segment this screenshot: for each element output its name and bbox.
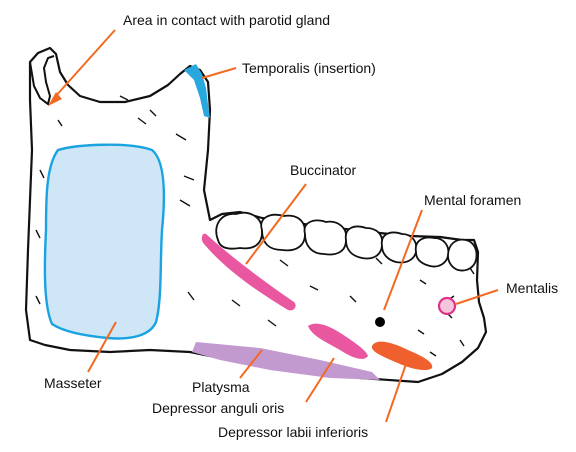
condyle-detail	[29, 55, 55, 106]
label-mentalis: Mentalis	[506, 280, 558, 296]
label-buccinator: Buccinator	[290, 162, 356, 178]
depressor-labii-inferioris-region	[371, 341, 433, 371]
tooth-molar-2	[260, 213, 306, 252]
teeth	[215, 211, 478, 272]
tooth-premolar-2	[344, 225, 384, 260]
tooth-molar-1	[303, 219, 348, 256]
platysma-region	[192, 342, 380, 380]
temporalis-region	[184, 64, 210, 118]
depressor-anguli-oris-region	[308, 323, 368, 359]
masseter-region	[43, 143, 166, 340]
platysma-leader	[239, 349, 263, 379]
tooth-molar-3	[215, 211, 263, 250]
depressor-anguli-oris-leader	[305, 357, 335, 403]
buccinator-leader	[245, 183, 307, 265]
label-platysma: Platysma	[192, 379, 250, 395]
tooth-canine	[414, 236, 450, 268]
label-masseter: Masseter	[44, 375, 102, 391]
label-parotid: Area in contact with parotid gland	[123, 12, 330, 28]
mental-foramen-leader	[383, 209, 423, 311]
parotid-arrowhead	[48, 92, 62, 106]
label-depressor-anguli-oris: Depressor anguli oris	[152, 400, 284, 416]
mentalis-region	[437, 296, 457, 316]
mentalis-leader	[455, 289, 499, 305]
label-mental-foramen: Mental foramen	[424, 192, 521, 208]
label-depressor-labii-inferioris: Depressor labii inferioris	[218, 424, 368, 440]
label-temporalis: Temporalis (insertion)	[242, 60, 376, 76]
masseter-leader	[87, 321, 117, 373]
mental-foramen-dot	[375, 317, 385, 327]
depressor-labii-inferioris-leader	[385, 363, 407, 423]
tooth-incisor	[447, 238, 478, 272]
temporalis-leader	[201, 67, 237, 79]
buccinator-region	[201, 233, 296, 311]
parotid-leader	[53, 29, 116, 99]
leader-lines	[48, 29, 499, 423]
